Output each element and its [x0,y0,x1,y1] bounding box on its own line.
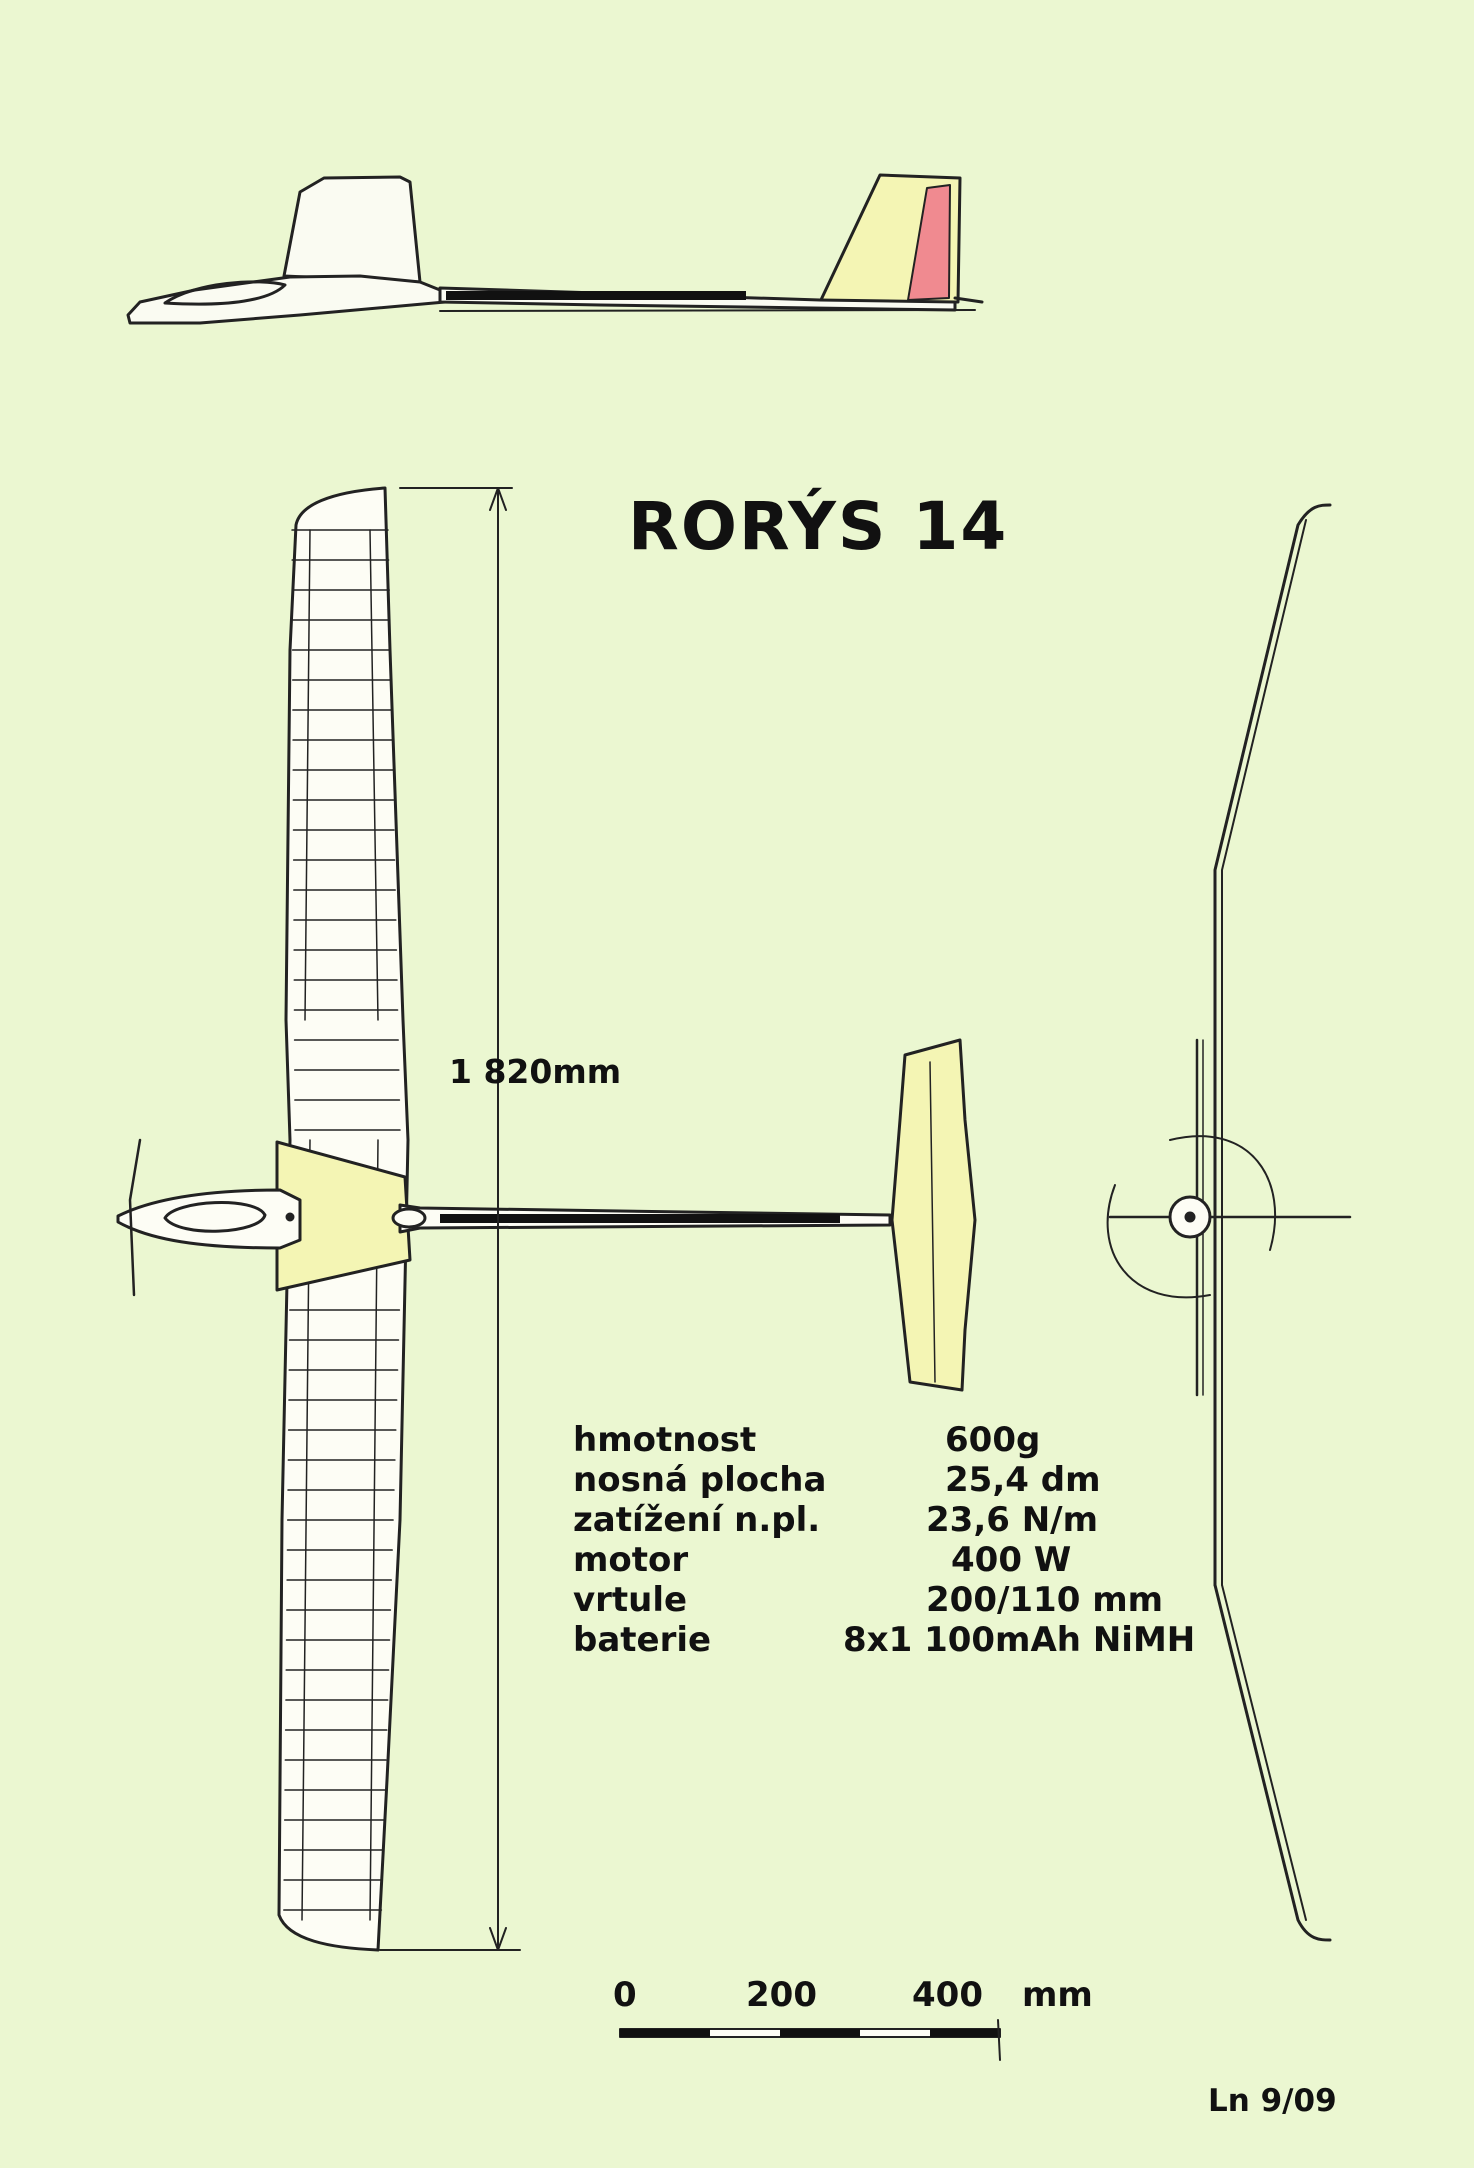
drawing-title: RORÝS 14 [628,488,1009,565]
side-view [126,173,984,325]
side-boom-dark [446,291,746,300]
spec-label: motor [573,1540,689,1580]
top-view [116,486,977,1952]
scale-unit-label: mm [1022,1975,1093,2015]
top-canopy [163,1201,267,1233]
author-signature: Ln 9/09 [1208,2083,1337,2119]
spec-label: nosná plocha [573,1460,827,1500]
top-propeller [128,1138,142,1297]
spec-value: 8x1 100mAh NiMH [843,1620,1196,1660]
scale-tick-label: 400 [912,1975,983,2015]
spec-value: 23,6 N/m [926,1500,1099,1540]
spec-label: baterie [573,1620,712,1660]
scale-bar [619,2019,1001,2061]
top-fuselage [116,1188,302,1250]
front-wing-right [1213,1583,1332,1942]
side-fuselage [126,274,447,325]
side-canopy [163,280,287,306]
spec-value: 400 W [951,1540,1072,1580]
front-prop-arc [1106,1135,1277,1299]
side-wing-pylon [282,175,422,284]
spec-value: 200/110 mm [926,1580,1164,1620]
spec-label: hmotnost [573,1420,757,1460]
spec-value: 25,4 dm [945,1460,1101,1500]
wing-ribs [283,529,401,1911]
spec-value: 600g [945,1420,1041,1460]
spec-label: zatížení n.pl. [573,1500,821,1540]
wingspan-label: 1 820mm [449,1052,622,1091]
front-wing-left [1213,503,1332,1587]
scale-tick-label: 0 [613,1975,637,2015]
side-rudder [907,184,951,301]
front-view [1106,503,1352,1942]
spec-label: vrtule [573,1580,688,1620]
scale-tick-label: 200 [746,1975,817,2015]
top-stabilizer [890,1038,977,1392]
